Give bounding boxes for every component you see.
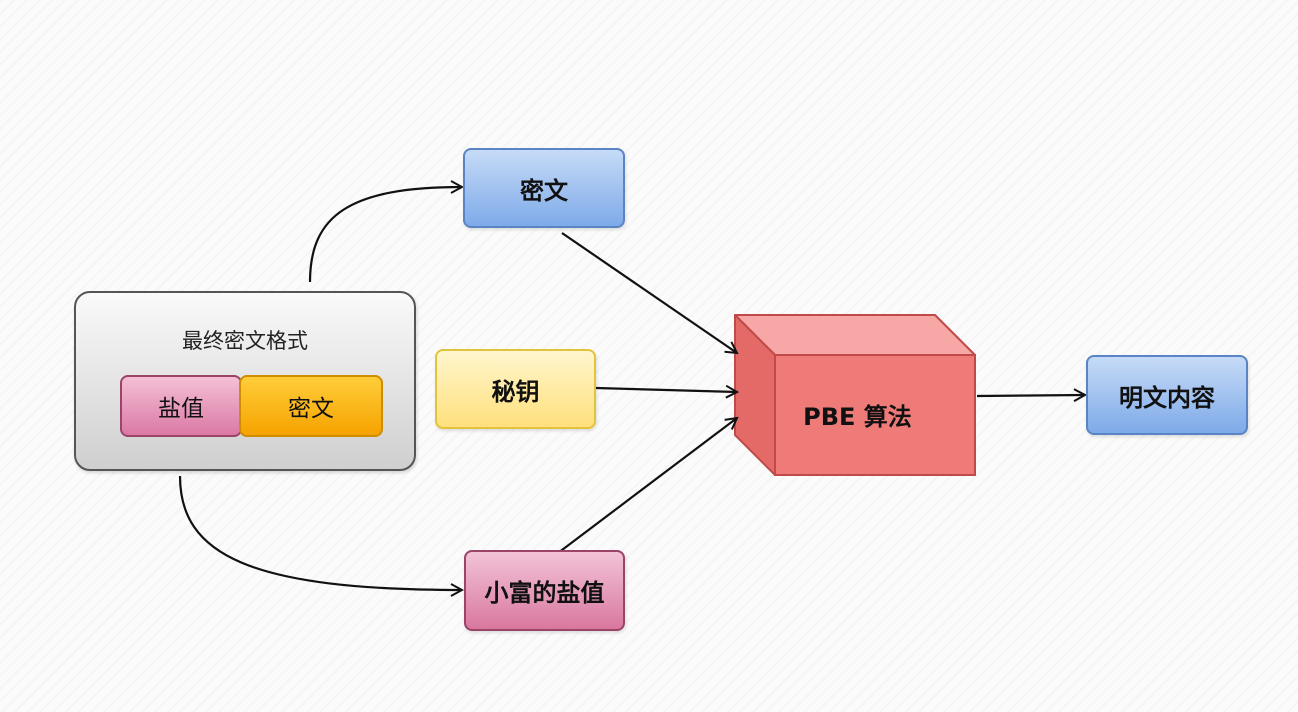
arrow-pbe-to-plaintext <box>976 395 1085 396</box>
pbe-algorithm-label: PBE 算法 <box>803 403 912 431</box>
arrow-container-to-salt <box>178 475 462 590</box>
ciphertext-node: 密文 <box>463 148 625 228</box>
final-ciphertext-format-container: 最终密文格式 盐值 密文 <box>74 291 416 471</box>
arrow-ciphertext-to-pbe <box>561 232 737 353</box>
container-title: 最终密文格式 <box>182 329 308 353</box>
ciphertext-segment: 密文 <box>239 375 383 437</box>
key-node: 秘钥 <box>435 349 596 429</box>
arrow-container-to-ciphertext <box>308 187 462 283</box>
pbe-algorithm-box <box>734 314 976 476</box>
plaintext-node: 明文内容 <box>1086 355 1248 435</box>
salt-segment: 盐值 <box>120 375 242 437</box>
arrow-key-to-pbe <box>595 388 737 392</box>
salt-node: 小富的盐值 <box>464 550 625 631</box>
arrow-salt-to-pbe <box>557 418 737 554</box>
